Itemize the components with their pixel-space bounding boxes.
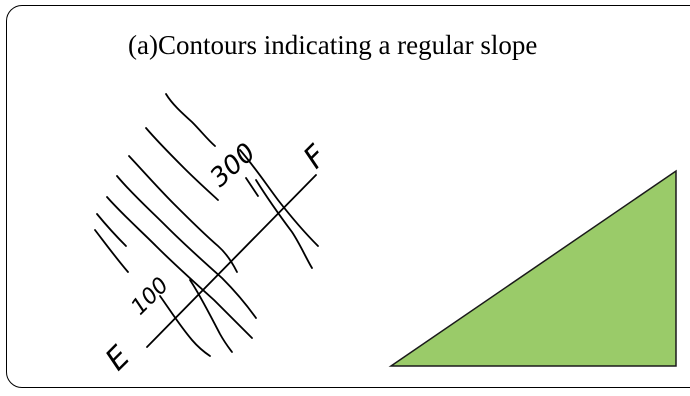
contour-line xyxy=(159,295,211,357)
contour-line xyxy=(96,213,127,247)
contour-line xyxy=(116,175,257,319)
contour-line xyxy=(128,155,238,273)
contour-line xyxy=(239,149,319,247)
section-line-ef xyxy=(146,174,317,348)
label-100: 100 xyxy=(127,273,174,320)
label-e: E xyxy=(99,339,137,377)
slope-triangle xyxy=(388,169,677,367)
contour-line xyxy=(165,93,216,147)
section-label-e: E xyxy=(99,339,137,377)
contour-line xyxy=(189,279,233,353)
contour-line xyxy=(106,196,253,339)
contour-lines xyxy=(94,93,319,357)
label-300: 300 xyxy=(205,138,262,194)
contour-label-300: 300 xyxy=(205,138,262,194)
label-f: F xyxy=(297,138,334,175)
contour-line xyxy=(245,177,259,197)
figure-title: (a)Contours indicating a regular slope xyxy=(128,30,538,60)
contour-line xyxy=(255,179,313,269)
contour-line xyxy=(94,229,129,273)
contour-label-100: 100 xyxy=(127,273,174,320)
figure-frame xyxy=(6,5,690,388)
contour-line xyxy=(145,127,219,201)
section-label-f: F xyxy=(297,138,334,175)
